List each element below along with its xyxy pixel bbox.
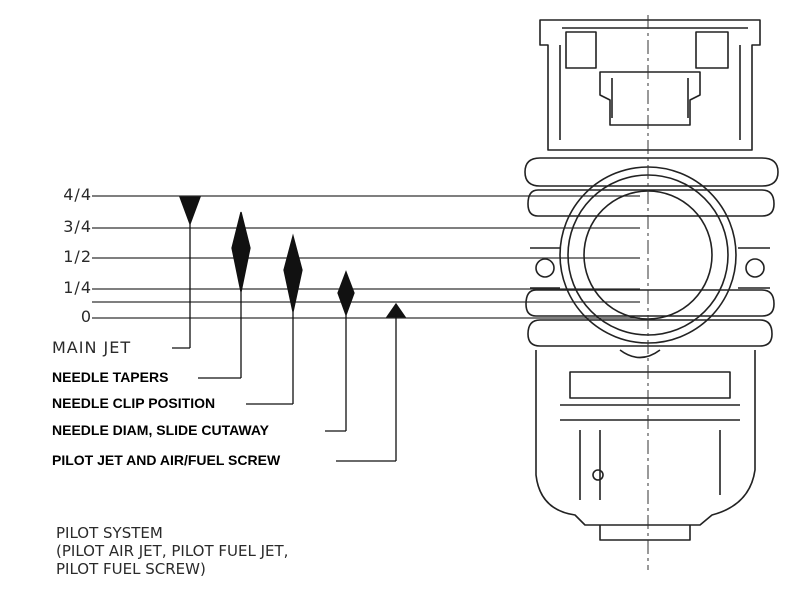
pilot-system-title: PILOT SYSTEM: [56, 524, 163, 542]
throttle-label-3-4: 3/4: [63, 217, 92, 236]
carburetor-drawing: [524, 19, 779, 541]
throttle-label-1-2: 1/2: [63, 247, 92, 266]
range-markers: [172, 196, 407, 462]
main-jet-marker: [179, 196, 201, 226]
needle-taper-marker: [231, 211, 251, 293]
pilot-system-line3: PILOT FUEL SCREW): [56, 560, 206, 578]
needle-clip-label: NEEDLE CLIP POSITION: [52, 395, 216, 411]
throttle-label-1-4: 1/4: [63, 278, 92, 297]
throttle-lines: [92, 195, 640, 319]
main-jet-label: MAIN JET: [52, 338, 132, 357]
pilot-system-line2: (PILOT AIR JET, PILOT FUEL JET,: [56, 542, 289, 560]
needle-diam-label: NEEDLE DIAM, SLIDE CUTAWAY: [52, 422, 270, 438]
pilot-jet-marker: [385, 302, 407, 318]
needle-clip-marker: [283, 233, 303, 313]
pilot-jet-label: PILOT JET AND AIR/FUEL SCREW: [52, 452, 281, 468]
needle-diam-marker: [337, 270, 355, 317]
pilot-system-caption: PILOT SYSTEM (PILOT AIR JET, PILOT FUEL …: [56, 524, 288, 578]
needle-tapers-label: NEEDLE TAPERS: [52, 369, 169, 385]
throttle-label-0: 0: [80, 307, 92, 326]
throttle-label-4-4: 4/4: [63, 185, 92, 204]
